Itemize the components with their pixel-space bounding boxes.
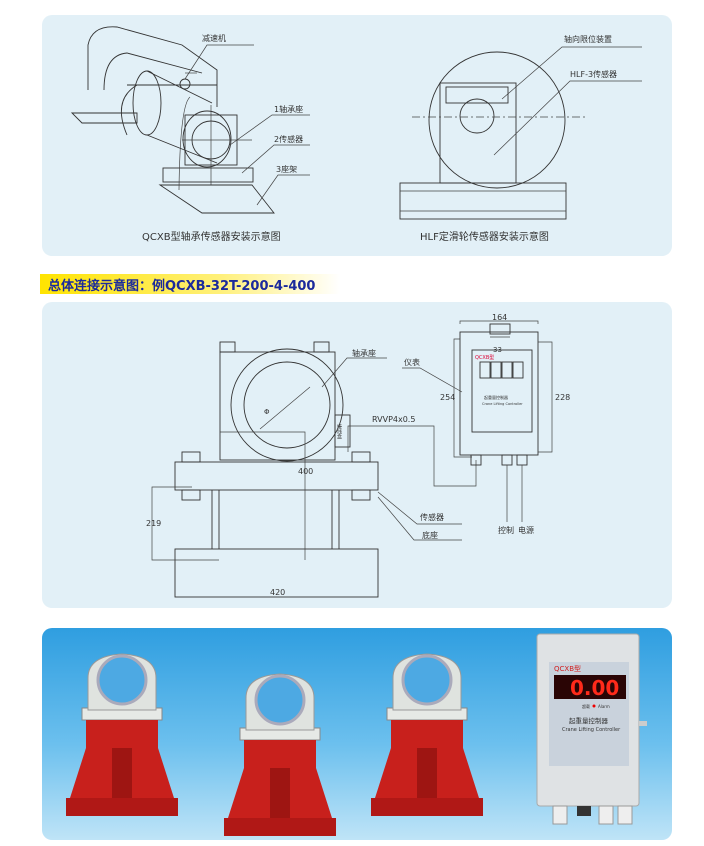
label-base: 底座 (422, 530, 438, 540)
caption-qcxb: QCXB型轴承传感器安装示意图 (142, 230, 281, 243)
product-photos: QCXB型 0.00 超载 Alarm 起重量控制器 Crane Lifting… (64, 633, 647, 838)
controller-name-en: Crane Lifting Controller (562, 727, 621, 733)
label-junction-box: 接线盒 (336, 423, 342, 439)
label-control: 控制 (498, 525, 514, 535)
label-cable: RVVP4x0.5 (372, 415, 415, 424)
dim-400: 400 (298, 467, 313, 476)
hlf-installation-drawing (399, 51, 587, 220)
controller-model: QCXB型 (475, 354, 494, 361)
label-axial-limit: 轴向限位装置 (564, 34, 612, 44)
dim-228: 228 (555, 393, 570, 402)
label-bearing-seat: 1轴承座 (274, 104, 303, 114)
controller-drawing: QCXB型 起重量控制器 Crane Lifting Controller (453, 320, 553, 522)
dim-164: 164 (492, 313, 507, 322)
label-frame: 3座架 (276, 164, 297, 174)
dim-219: 219 (146, 519, 161, 528)
controller-name-cn: 起重量控制器 (569, 716, 609, 725)
label-sensor: 2传感器 (274, 134, 303, 144)
connection-diagram-panel: Φ 接线盒 400 219 420 轴承座 仪表 RVVP4x0.5 传感器 底… (42, 302, 672, 608)
installation-diagrams-panel: 减速机 1轴承座 2传感器 3座架 QCXB型轴承传感器安装示意图 轴向限位装置… (42, 15, 672, 256)
dim-254: 254 (440, 393, 455, 402)
label-power: 电源 (518, 525, 534, 535)
label-reducer: 减速机 (202, 33, 226, 43)
connection-diagram: Φ 接线盒 400 219 420 轴承座 仪表 RVVP4x0.5 传感器 底… (146, 313, 570, 598)
controller-name-cn: 起重量控制器 (484, 394, 508, 400)
label-hlf-sensor: HLF-3传感器 (570, 69, 617, 79)
caption-hlf: HLF定滑轮传感器安装示意图 (420, 230, 549, 243)
label-instrument: 仪表 (404, 357, 420, 367)
controller-photo: QCXB型 0.00 超载 Alarm 起重量控制器 Crane Lifting… (536, 633, 647, 825)
section-heading: 总体连接示意图：例QCXB-32T-200-4-400 (40, 274, 340, 294)
label-bearing-seat: 轴承座 (352, 348, 376, 358)
product-photo-panel: QCXB型 0.00 超载 Alarm 起重量控制器 Crane Lifting… (42, 628, 672, 840)
dim-33: 33 (493, 346, 502, 354)
controller-model: QCXB型 (554, 664, 581, 673)
qcxb-installation-drawing (70, 26, 275, 214)
label-diameter: Φ (264, 408, 270, 416)
installation-diagrams: 减速机 1轴承座 2传感器 3座架 QCXB型轴承传感器安装示意图 轴向限位装置… (70, 26, 642, 243)
bearing-sensor-photo-3 (369, 652, 485, 818)
bearing-seat-drawing: Φ 接线盒 (151, 341, 379, 598)
dim-420: 420 (270, 588, 285, 597)
bearing-sensor-photo-2 (222, 672, 338, 838)
controller-display: 0.00 (570, 676, 619, 700)
alarm-label-cn: 超载 (582, 703, 590, 709)
controller-name-en: Crane Lifting Controller (482, 402, 523, 406)
bearing-sensor-photo-1 (64, 652, 180, 818)
section-heading-text: 总体连接示意图：例QCXB-32T-200-4-400 (48, 279, 316, 294)
label-sensor: 传感器 (420, 512, 444, 522)
alarm-label-en: Alarm (598, 704, 610, 709)
